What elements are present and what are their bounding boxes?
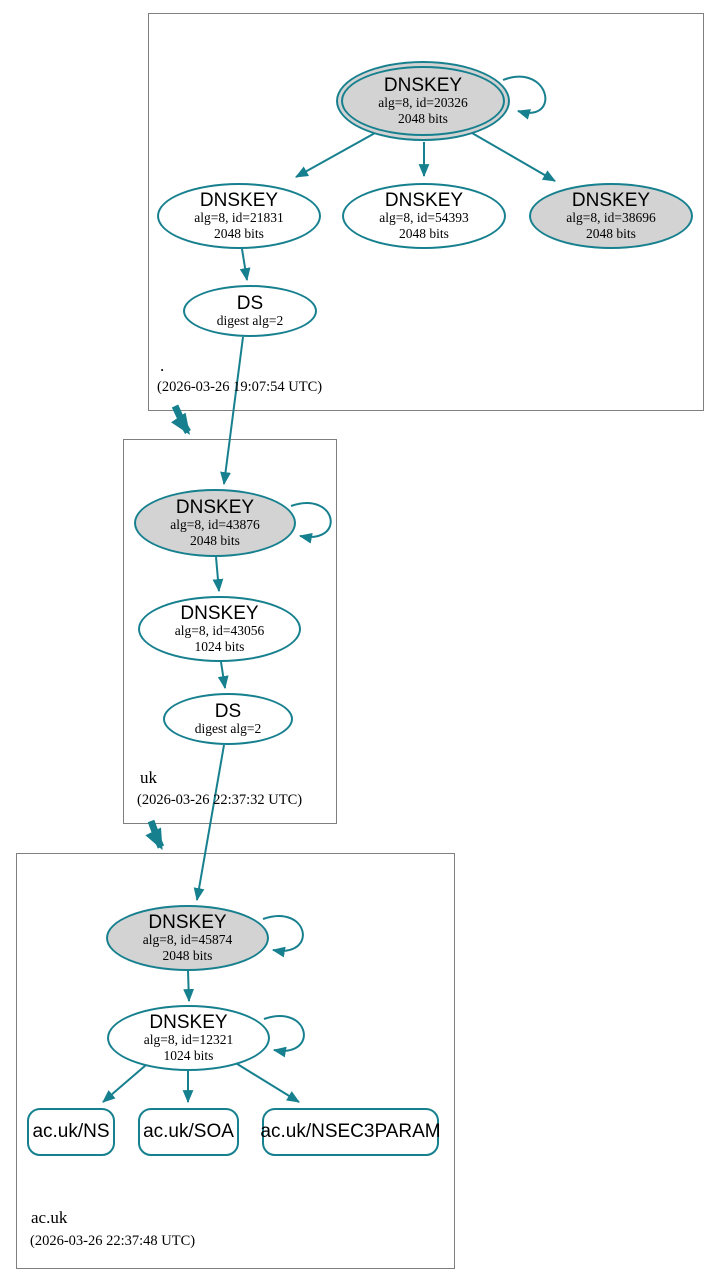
ds-node-uk[interactable]: DS digest alg=2 [163,693,293,745]
node-alg-id: alg=8, id=38696 [566,210,656,226]
dnskey-node-ksk-20326-inner-ring: DNSKEY alg=8, id=20326 2048 bits [341,66,505,136]
node-alg-id: alg=8, id=45874 [142,932,233,948]
node-bits: 2048 bits [190,532,240,548]
rrset-label: ac.uk/SOA [143,1121,234,1142]
rrset-label: ac.uk/NS [32,1121,110,1142]
zone-box-root [148,13,704,411]
node-title: DNSKEY [148,911,227,933]
dnskey-node-38696[interactable]: DNSKEY alg=8, id=38696 2048 bits [529,183,693,249]
zone-timestamp-ac-uk: (2026-03-26 22:37:48 UTC) [30,1233,196,1249]
node-bits: 2048 bits [162,947,213,963]
node-title: DNSKEY [199,189,279,211]
node-digest-alg: digest alg=2 [194,721,262,736]
node-title: DNSKEY [571,189,651,211]
dnskey-node-43876[interactable]: DNSKEY alg=8, id=43876 2048 bits [134,489,296,557]
node-alg-id: alg=8, id=12321 [143,1032,234,1048]
node-title: DNSKEY [175,496,255,518]
node-title: DNSKEY [383,74,463,96]
zone-name-uk: uk [140,768,157,787]
dnskey-node-45874[interactable]: DNSKEY alg=8, id=45874 2048 bits [106,905,269,971]
node-alg-id: alg=8, id=43056 [174,623,265,639]
zone-name-ac-uk: ac.uk [31,1208,68,1227]
node-alg-id: alg=8, id=43876 [170,517,260,533]
node-title: DNSKEY [149,1011,228,1033]
node-bits: 2048 bits [214,225,264,241]
node-bits: 1024 bits [163,1047,214,1063]
node-bits: 1024 bits [194,638,245,654]
rrset-node-ac-uk-soa[interactable]: ac.uk/SOA [138,1108,239,1156]
node-title: DS [214,700,242,722]
rrset-label: ac.uk/NSEC3PARAM [260,1121,441,1142]
zone-timestamp-root: (2026-03-26 19:07:54 UTC) [157,379,323,395]
zone-box-ac-uk [16,853,455,1269]
node-title: DNSKEY [180,602,259,624]
node-bits: 2048 bits [586,225,636,241]
dnskey-node-ksk-20326[interactable]: DNSKEY alg=8, id=20326 2048 bits [336,61,510,141]
node-alg-id: alg=8, id=20326 [378,95,468,111]
zone-name-root: . [160,356,165,375]
dnskey-node-54393[interactable]: DNSKEY alg=8, id=54393 2048 bits [342,183,506,249]
node-bits: 2048 bits [398,110,448,126]
dnskey-node-21831[interactable]: DNSKEY alg=8, id=21831 2048 bits [157,183,321,249]
rrset-node-ac-uk-ns[interactable]: ac.uk/NS [27,1108,115,1156]
node-alg-id: alg=8, id=21831 [194,210,284,226]
node-bits: 2048 bits [399,225,449,241]
edge-delegation-uk-to-acuk [145,819,165,851]
node-digest-alg: digest alg=2 [216,313,284,328]
node-title: DS [236,292,264,314]
dnskey-node-12321[interactable]: DNSKEY alg=8, id=12321 1024 bits [107,1005,270,1071]
dnskey-node-43056[interactable]: DNSKEY alg=8, id=43056 1024 bits [138,596,301,662]
node-alg-id: alg=8, id=54393 [379,210,469,226]
zone-timestamp-uk: (2026-03-26 22:37:32 UTC) [137,792,303,808]
ds-node-root[interactable]: DS digest alg=2 [183,285,317,337]
rrset-node-ac-uk-nsec3param[interactable]: ac.uk/NSEC3PARAM [260,1108,441,1156]
node-title: DNSKEY [384,189,464,211]
